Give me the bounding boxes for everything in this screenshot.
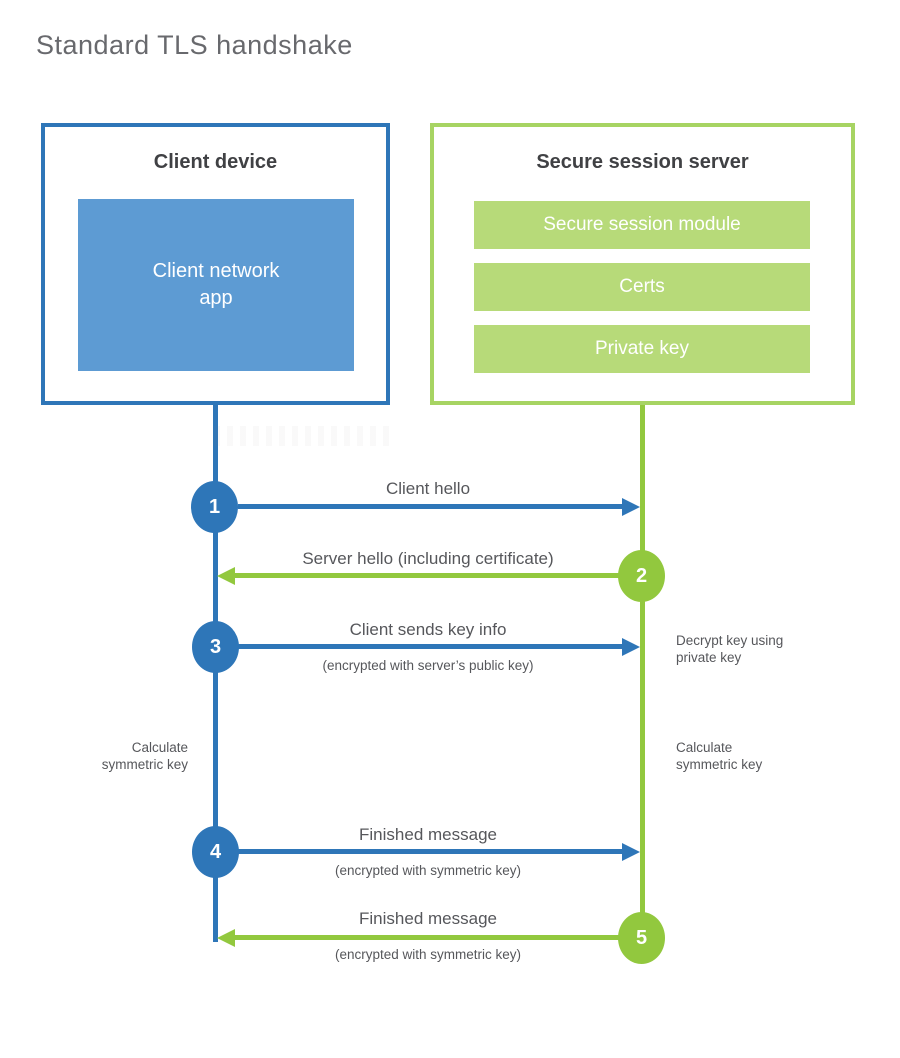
secure-session-server-box: Secure session server Secure session mod… — [430, 123, 855, 405]
arrowhead-left-icon — [217, 929, 235, 947]
arrowhead-right-icon — [622, 638, 640, 656]
message-label-finished-server: Finished message — [359, 909, 497, 928]
client-network-app-box: Client network app — [78, 199, 354, 371]
message-sublabel-finished-client: (encrypted with symmetric key) — [334, 863, 522, 878]
client-device-box: Client device Client network app — [41, 123, 390, 405]
arrow-shaft-server-hello — [235, 573, 619, 578]
secure-session-server-heading: Secure session server — [536, 151, 749, 173]
arrow-shaft-finished-server — [235, 935, 619, 940]
client-lifeline — [213, 405, 218, 942]
step-circle-1: 1 — [191, 481, 238, 533]
note-decrypt-key: Decrypt key using private key — [676, 633, 784, 665]
watermark-artifact — [214, 426, 396, 446]
message-label-server-hello: Server hello (including certificate) — [302, 549, 554, 568]
arrowhead-right-icon — [622, 843, 640, 861]
server-module-private-key: Private key — [474, 325, 810, 373]
message-sublabel-finished-server: (encrypted with symmetric key) — [334, 947, 522, 962]
note-calculate-symmetric-key-server: Calculate symmetric key — [676, 740, 763, 772]
message-label-finished-client: Finished message — [359, 825, 497, 844]
arrowhead-right-icon — [622, 498, 640, 516]
client-device-heading: Client device — [153, 151, 278, 173]
arrow-shaft-client-key-info — [238, 644, 623, 649]
server-lifeline — [640, 405, 645, 938]
server-module-secure-session-module: Secure session module — [474, 201, 810, 249]
arrow-shaft-finished-client — [238, 849, 623, 854]
arrow-shaft-client-hello — [238, 504, 623, 509]
message-label-client-hello: Client hello — [385, 479, 471, 498]
message-label-client-key-info: Client sends key info — [349, 620, 507, 639]
step-circle-4: 4 — [192, 826, 239, 878]
step-circle-2: 2 — [618, 550, 665, 602]
step-circle-3: 3 — [192, 621, 239, 673]
step-circle-5: 5 — [618, 912, 665, 964]
server-module-certs: Certs — [474, 263, 810, 311]
message-sublabel-client-key-info: (encrypted with server’s public key) — [322, 658, 534, 673]
note-calculate-symmetric-key-client: Calculate symmetric key — [101, 740, 188, 772]
arrowhead-left-icon — [217, 567, 235, 585]
page-title: Standard TLS handshake — [36, 30, 353, 60]
